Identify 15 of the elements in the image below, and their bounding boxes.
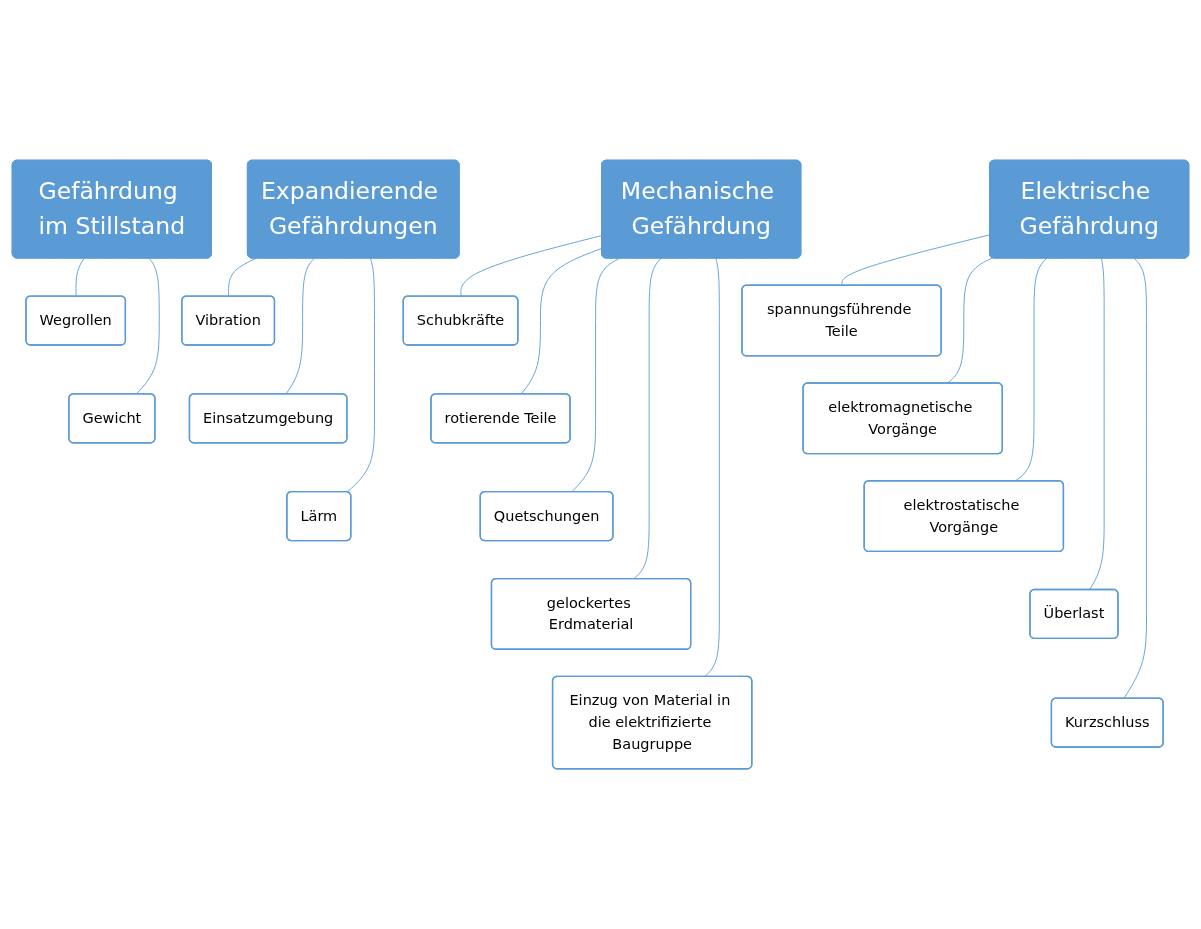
connector bbox=[228, 258, 257, 297]
connector bbox=[1014, 258, 1047, 482]
connector bbox=[1089, 258, 1105, 591]
connector bbox=[285, 258, 315, 395]
connector bbox=[704, 258, 720, 678]
connector bbox=[460, 235, 603, 297]
connector bbox=[346, 258, 375, 493]
connector bbox=[135, 258, 160, 395]
connector bbox=[841, 234, 991, 287]
connector bbox=[946, 257, 993, 384]
connector bbox=[1123, 258, 1147, 700]
connector bbox=[520, 247, 603, 395]
connector bbox=[75, 258, 85, 297]
connector bbox=[571, 258, 620, 493]
connector bbox=[633, 258, 662, 580]
